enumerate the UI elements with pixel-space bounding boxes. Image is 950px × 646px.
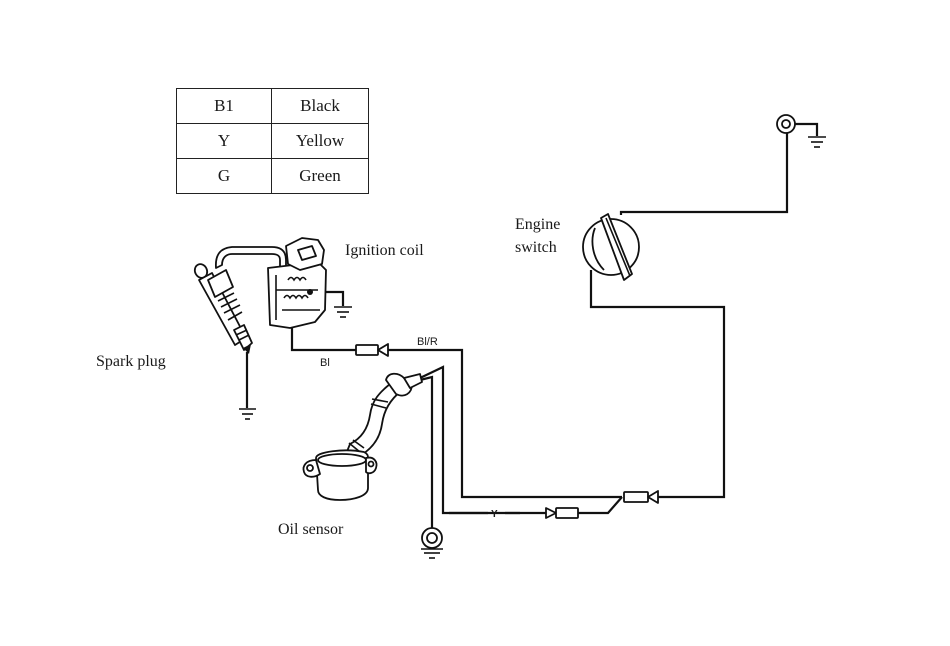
wire-y-to-connector [578, 497, 622, 513]
connector-y [546, 508, 578, 518]
label-oil-sensor: Oil sensor [278, 521, 344, 538]
ground-icon [334, 307, 352, 317]
wire-bl-r [388, 350, 622, 497]
wire-label-y: Y [491, 509, 498, 520]
wire-top-ground [795, 124, 817, 136]
label-engine-switch-1: Engine [515, 216, 560, 233]
ground-terminal-icon [421, 528, 443, 558]
wire-switch-to-ground [621, 133, 787, 215]
ground-terminal-icon [777, 115, 795, 133]
wire-to-engine-switch [591, 270, 724, 497]
oil-sensor-icon [304, 374, 423, 500]
wire-oil-sensor-b [420, 377, 432, 528]
ground-icon [239, 409, 256, 419]
wire-oil-sensor-a [420, 367, 520, 513]
wire-bl [292, 322, 356, 350]
wire-label-bl: Bl [320, 357, 330, 369]
label-spark-plug: Spark plug [96, 353, 166, 370]
label-engine-switch-2: switch [515, 239, 557, 256]
label-ignition-coil: Ignition coil [345, 242, 424, 259]
connector-main [624, 491, 658, 503]
wire-label-bl-r: Bl/R [417, 336, 438, 348]
ground-icon [808, 137, 826, 147]
connector-bl [356, 344, 388, 356]
